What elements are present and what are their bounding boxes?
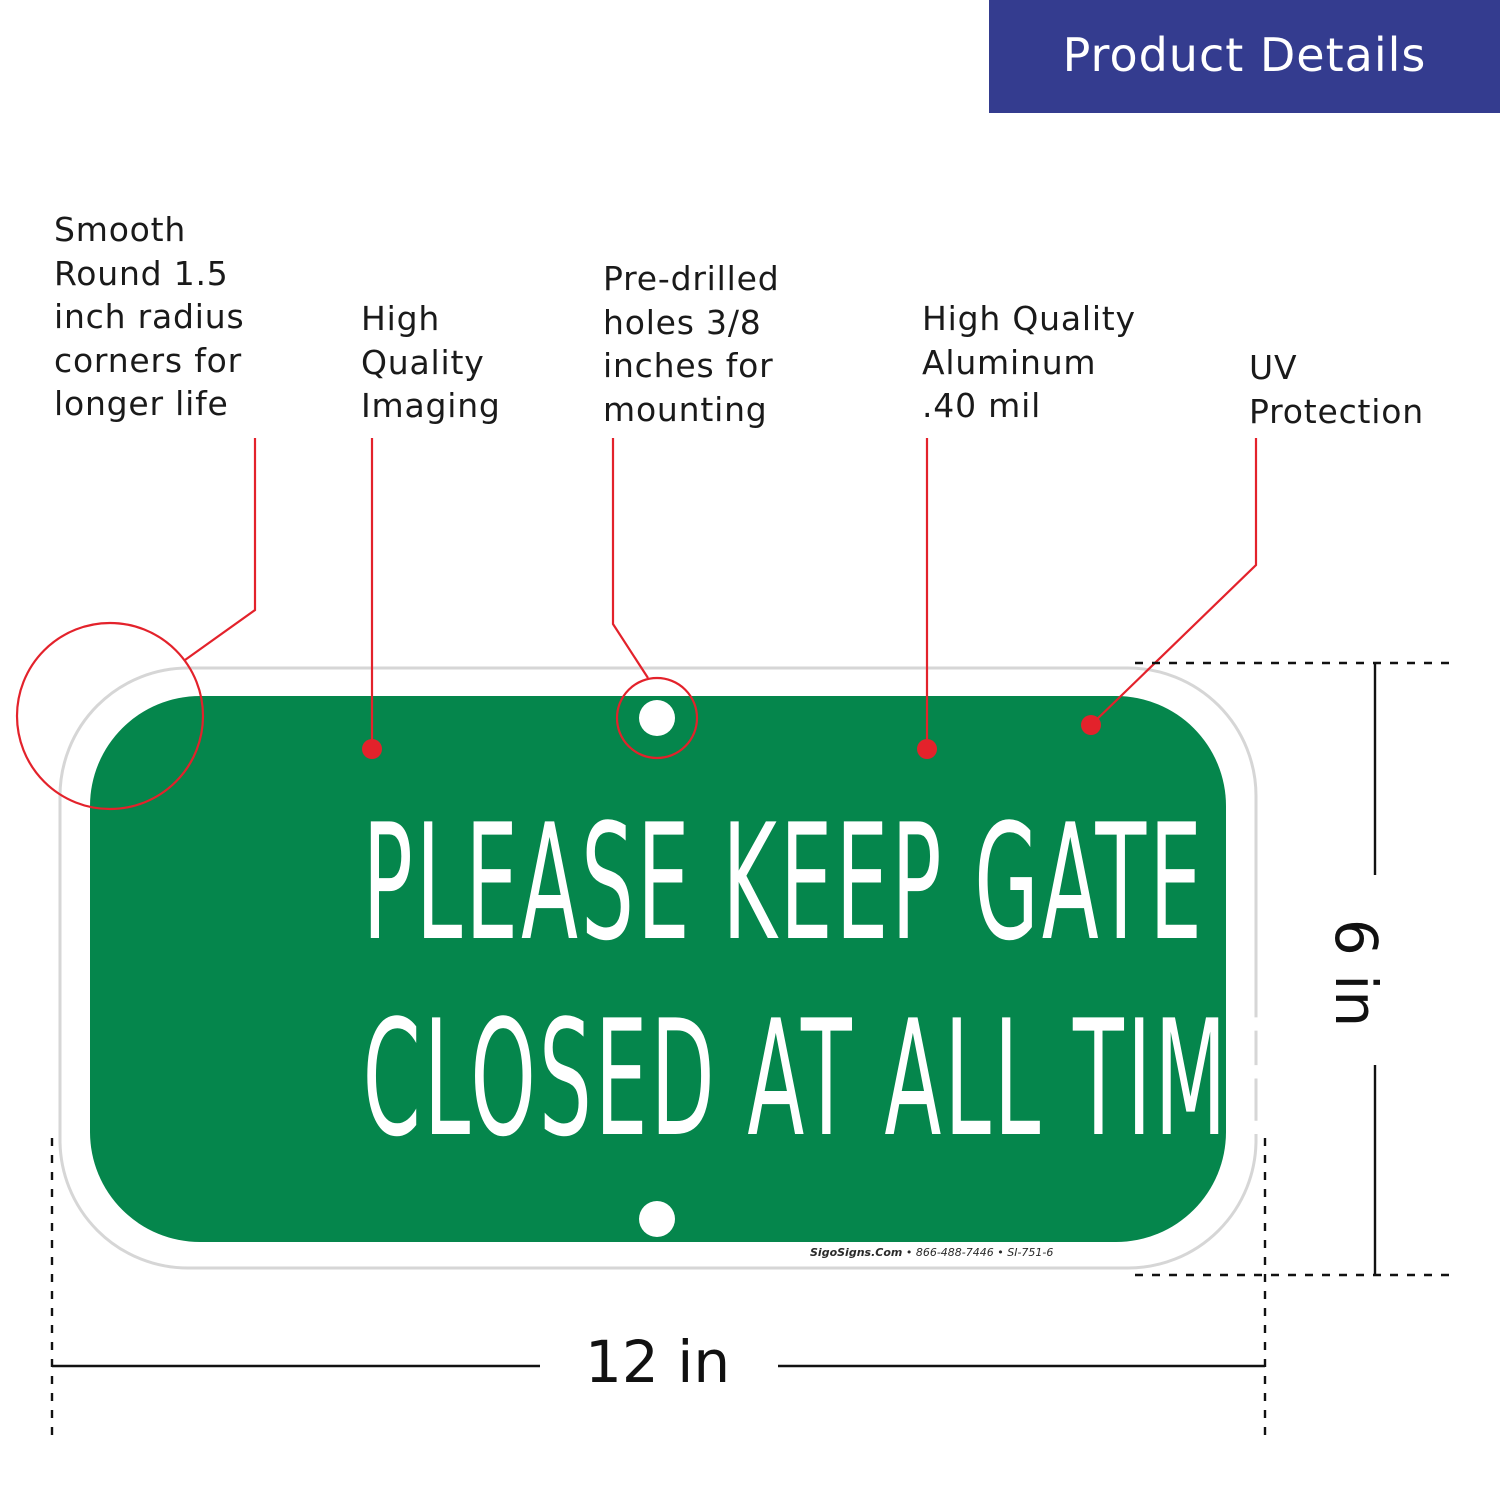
leader-line-uv <box>1090 438 1258 726</box>
leader-line-corners <box>184 438 257 661</box>
header-title: Product Details <box>1062 28 1427 82</box>
sign-contact-code: • 866-488-7446 • SI-751-6 <box>902 1246 1054 1259</box>
callout-imaging: High Quality Imaging <box>361 297 501 428</box>
marker-dot-uv <box>1081 715 1101 735</box>
callout-line: Aluminum <box>922 342 1097 382</box>
callout-line: .40 mil <box>922 386 1042 425</box>
sign-face <box>90 696 1226 1242</box>
callout-line: Pre-drilled <box>603 259 780 298</box>
callout-uv-protection: UV Protection <box>1249 346 1424 433</box>
callout-line: corners for <box>54 340 242 380</box>
mounting-hole-top <box>639 700 675 736</box>
sign-text-line-1: PLEASE KEEP GATE <box>362 789 1206 976</box>
callout-aluminum: High Quality Aluminum .40 mil <box>922 297 1136 428</box>
height-dimension-label: 6 in <box>1322 918 1391 1028</box>
sign-fine-print: SigoSigns.Com • 866-488-7446 • SI-751-6 <box>810 1246 1053 1259</box>
callout-predrilled-holes: Pre-drilled holes 3/8 inches for mountin… <box>603 257 779 431</box>
callout-line: Imaging <box>361 386 501 425</box>
product-details-header: Product Details <box>989 0 1500 113</box>
callout-line: Protection <box>1249 391 1424 431</box>
marker-dot-imaging <box>362 739 382 759</box>
sign-text-line-2: CLOSED AT ALL TIMES <box>362 985 1342 1172</box>
callout-line: Quality <box>361 342 485 382</box>
callout-line: inches for <box>603 346 774 385</box>
mounting-hole-bottom <box>639 1201 675 1237</box>
corner-highlight-circle <box>15 621 205 811</box>
callout-line: UV <box>1249 348 1298 387</box>
callout-line: High Quality <box>922 299 1136 338</box>
width-dimension-label: 12 in <box>585 1328 731 1396</box>
callout-rounded-corners: Smooth Round 1.5 inch radius corners for… <box>54 208 244 426</box>
callout-line: longer life <box>54 384 229 423</box>
marker-dot-aluminum <box>917 739 937 759</box>
callout-line: High <box>361 299 441 338</box>
hole-highlight-circle <box>615 676 699 760</box>
brand-name: SigoSigns.Com <box>810 1246 903 1259</box>
callout-line: inch radius <box>54 297 245 336</box>
leader-line-holes <box>611 438 649 679</box>
callout-line: Smooth <box>54 210 187 249</box>
callout-line: Round 1.5 <box>54 253 229 293</box>
callout-line: holes 3/8 <box>603 302 762 342</box>
callout-line: mounting <box>603 389 768 429</box>
